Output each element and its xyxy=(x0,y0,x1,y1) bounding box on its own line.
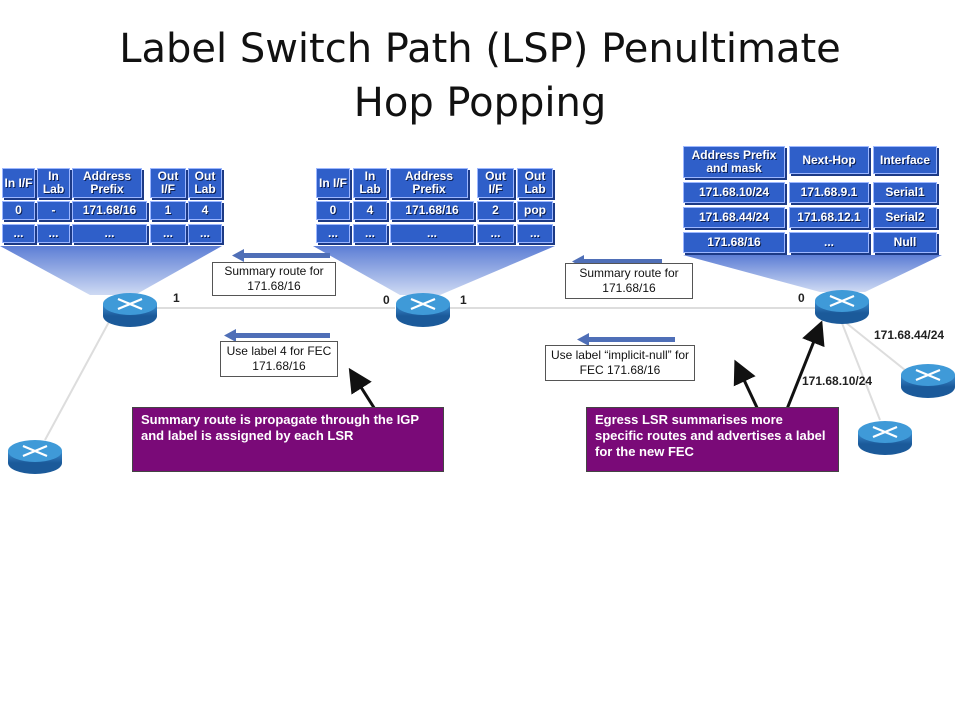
table-mid-header: Out Lab xyxy=(517,168,553,198)
pointer-arrow-right-1 xyxy=(733,359,762,415)
table-left-cell: 4 xyxy=(188,201,222,220)
table-left-cell: 1 xyxy=(150,201,186,220)
interface-label: 0 xyxy=(798,291,805,305)
interface-label: 1 xyxy=(173,291,180,305)
note-right: Egress LSR summarises more specific rout… xyxy=(586,407,839,472)
table-right-header: Address Prefix and mask xyxy=(683,146,785,178)
title-line-2: Hop Popping xyxy=(353,80,607,126)
table-mid-cell: 0 xyxy=(316,201,350,220)
link-r1-r4 xyxy=(44,319,111,441)
table-right-cell: Serial2 xyxy=(873,207,937,228)
table-left-cell: ... xyxy=(72,224,147,243)
title-line-1: Label Switch Path (LSP) Penultimate xyxy=(119,26,841,72)
table-right-header: Interface xyxy=(873,146,937,174)
table-left-cell: ... xyxy=(188,224,222,243)
label-advert-box-right: Use label “implicit-null” for FEC 171.68… xyxy=(545,345,695,381)
subnet-label-upper: 171.68.44/24 xyxy=(874,328,945,342)
table-right-cell: 171.68.12.1 xyxy=(789,207,869,228)
table-left-cell: ... xyxy=(150,224,186,243)
table-mid-cell: 2 xyxy=(477,201,514,220)
router-icon xyxy=(103,293,157,327)
table-left-header: Out Lab xyxy=(188,168,222,198)
table-mid-header: In I/F xyxy=(316,168,350,198)
table-mid-cell: ... xyxy=(316,224,350,243)
interface-label: 0 xyxy=(383,293,390,307)
pointer-arrow-right-2 xyxy=(783,320,825,415)
table-right-cell: 171.68.44/24 xyxy=(683,207,785,228)
subnet-label-lower: 171.68.10/24 xyxy=(802,374,873,388)
table-left-header: Out I/F xyxy=(150,168,186,198)
link-r3-r6 xyxy=(839,317,881,421)
table-left-header: Address Prefix xyxy=(72,168,142,198)
table-left-header: In I/F xyxy=(2,168,35,198)
table-right-header: Next-Hop xyxy=(789,146,869,174)
table-mid-header: In Lab xyxy=(353,168,387,198)
router-icon xyxy=(8,440,62,474)
router-icon xyxy=(901,364,955,398)
router-icon xyxy=(858,421,912,455)
link-r3-r5 xyxy=(839,317,906,371)
funnel-right xyxy=(683,255,942,292)
router-icon xyxy=(815,290,869,324)
table-mid-cell: 171.68/16 xyxy=(390,201,474,220)
table-left-cell: ... xyxy=(2,224,35,243)
funnel-mid xyxy=(313,246,555,295)
summary-route-box-right: Summary route for 171.68/16 xyxy=(565,263,693,299)
interface-label: 1 xyxy=(460,293,467,307)
table-mid-header: Address Prefix xyxy=(390,168,468,198)
table-left-cell: 171.68/16 xyxy=(72,201,147,220)
funnel-left xyxy=(0,246,222,295)
table-right-cell: 171.68.9.1 xyxy=(789,182,869,203)
table-left-cell: - xyxy=(37,201,70,220)
table-right-cell: Null xyxy=(873,232,937,253)
page-title: Label Switch Path (LSP) Penultimate Hop … xyxy=(0,22,960,130)
table-mid-cell: ... xyxy=(390,224,474,243)
router-icon xyxy=(396,293,450,327)
table-mid-header: Out I/F xyxy=(477,168,514,198)
table-left-cell: ... xyxy=(37,224,70,243)
table-mid-cell: ... xyxy=(353,224,387,243)
table-mid-cell: pop xyxy=(517,201,553,220)
table-right-cell: Serial1 xyxy=(873,182,937,203)
note-left: Summary route is propagate through the I… xyxy=(132,407,444,472)
table-left-header: In Lab xyxy=(37,168,70,198)
table-right-cell: 171.68.10/24 xyxy=(683,182,785,203)
label-advert-box-left: Use label 4 for FEC 171.68/16 xyxy=(220,341,338,377)
table-mid-cell: ... xyxy=(477,224,514,243)
summary-route-box-left: Summary route for 171.68/16 xyxy=(212,262,336,296)
table-right-cell: ... xyxy=(789,232,869,253)
table-right-cell: 171.68/16 xyxy=(683,232,785,253)
table-mid-cell: ... xyxy=(517,224,553,243)
table-left-cell: 0 xyxy=(2,201,35,220)
table-mid-cell: 4 xyxy=(353,201,387,220)
